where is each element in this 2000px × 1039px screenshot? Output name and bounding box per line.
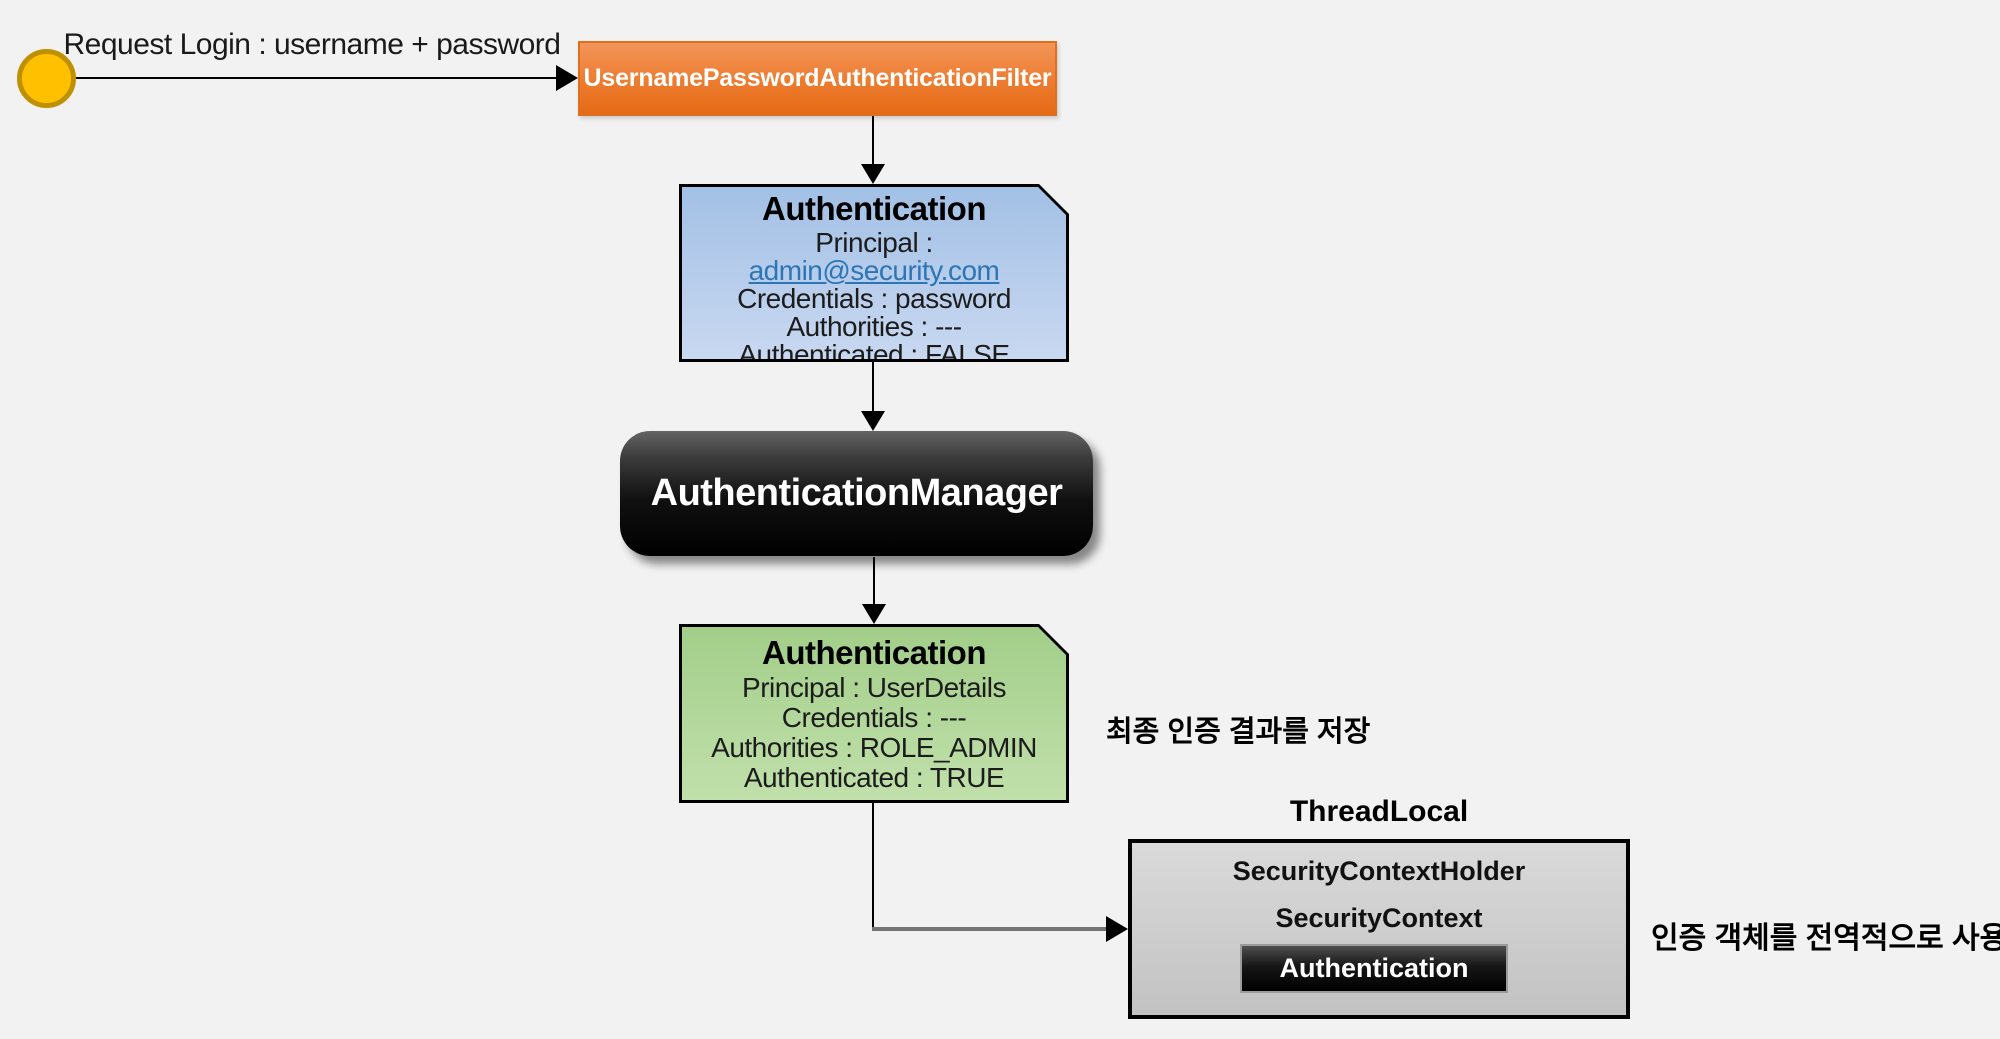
filter-box: UsernamePasswordAuthenticationFilter [578, 41, 1057, 116]
connector-filter-to-auth-line [872, 116, 874, 165]
auth-unauthenticated-authorities: Authorities : --- [786, 311, 962, 342]
threadlocal-caption: ThreadLocal [1289, 795, 1469, 828]
start-circle-icon [17, 49, 76, 108]
auth-authenticated-box: Authentication Principal : UserDetails C… [679, 624, 1069, 803]
connector-manager-to-auth-line [873, 557, 875, 605]
connector-auth-to-context-arrowhead-icon [1106, 916, 1128, 942]
connector-request-line [76, 77, 556, 79]
connector-auth-to-manager-arrowhead-icon [861, 411, 885, 431]
connector-filter-to-auth-arrowhead-icon [861, 164, 885, 184]
auth-unauthenticated-fill [682, 187, 1066, 359]
authentication-chip: Authentication [1240, 944, 1508, 993]
auth-authenticated-principal: Principal : UserDetails [742, 672, 1006, 703]
connector-auth-to-context-hline [872, 927, 1106, 931]
annotation-store-result: 최종 인증 결과를 저장 [1106, 716, 1371, 748]
auth-unauthenticated-principal-label: Principal : [815, 227, 933, 258]
auth-unauthenticated-credentials: Credentials : password [737, 283, 1011, 314]
authentication-manager-label: AuthenticationManager [650, 472, 1063, 514]
connector-auth-to-manager-line [872, 362, 874, 412]
connector-auth-to-context-vline [872, 803, 874, 929]
security-context-holder-box: SecurityContextHolder SecurityContext Au… [1128, 839, 1630, 1019]
auth-authenticated-title: Authentication [762, 634, 986, 671]
authentication-chip-label: Authentication [1279, 953, 1469, 983]
authentication-manager-box: AuthenticationManager [620, 431, 1093, 556]
annotation-global-use: 인증 객체를 전역적으로 사용 [1651, 922, 2000, 955]
connector-manager-to-auth-arrowhead-icon [862, 604, 886, 624]
connector-request-arrowhead-icon [556, 65, 578, 91]
auth-authenticated-fill [682, 627, 1066, 800]
request-label: Request Login : username + password [63, 28, 561, 61]
filter-box-label: UsernamePasswordAuthenticationFilter [583, 64, 1052, 92]
principal-email-link[interactable]: admin@security.com [748, 255, 1000, 286]
auth-authenticated-authenticated: Authenticated : TRUE [743, 762, 1005, 793]
security-context-label: SecurityContext [1275, 903, 1483, 933]
security-context-holder-label: SecurityContextHolder [1232, 856, 1526, 886]
auth-unauthenticated-title: Authentication [762, 190, 986, 227]
auth-authenticated-credentials: Credentials : --- [781, 702, 967, 733]
auth-unauthenticated-box: Authentication Principal : admin@securit… [679, 184, 1069, 362]
auth-authenticated-authorities: Authorities : ROLE_ADMIN [711, 732, 1037, 763]
auth-unauthenticated-authenticated: Authenticated : FALSE [738, 339, 1010, 360]
